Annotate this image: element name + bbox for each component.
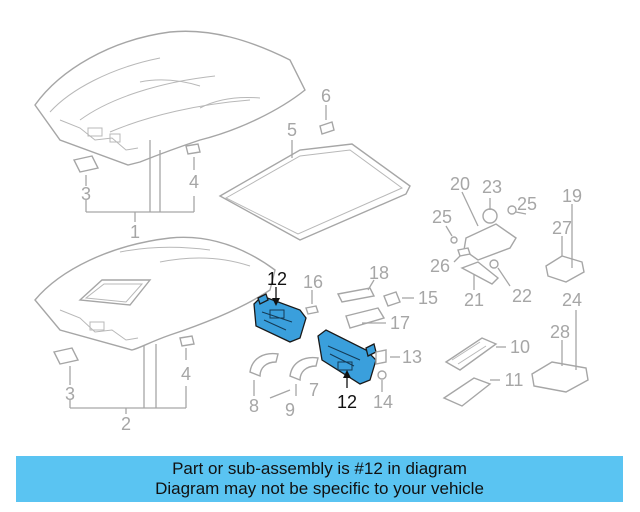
- callout-23: 23: [482, 177, 502, 197]
- part-3-upper: [72, 155, 100, 173]
- part-19: [545, 255, 585, 283]
- part-5-panel: [218, 143, 411, 241]
- part-11: [442, 377, 492, 407]
- callout-12-top: 12: [267, 269, 287, 289]
- callout-22: 22: [512, 286, 532, 306]
- part-21: [460, 261, 500, 285]
- part-15: [383, 291, 401, 307]
- callout-13: 13: [402, 347, 422, 367]
- parts-diagram: 1 2 3 3 4 4 5 6 7 8 9 10 11 12 12 13 14 …: [34, 30, 589, 434]
- callout-14: 14: [373, 392, 393, 412]
- callout-1: 1: [130, 222, 140, 242]
- callout-12-bottom: 12: [337, 392, 357, 412]
- callout-17: 17: [390, 313, 410, 333]
- callout-4-lower: 4: [181, 364, 191, 384]
- callout-6: 6: [321, 86, 331, 106]
- part-4-upper: [185, 143, 201, 155]
- part-23: [482, 208, 498, 224]
- callout-25-right: 25: [517, 194, 537, 214]
- part-14: [377, 370, 387, 380]
- part-25a: [450, 236, 458, 244]
- callout-7: 7: [309, 380, 319, 400]
- callout-25-left: 25: [432, 207, 452, 227]
- callout-4-upper: 4: [189, 172, 199, 192]
- callout-8: 8: [249, 396, 259, 416]
- part-4-lower: [179, 335, 195, 347]
- headliner-lower: [34, 236, 276, 351]
- banner-line-2: Diagram may not be specific to your vehi…: [155, 479, 484, 498]
- callout-16: 16: [303, 272, 323, 292]
- callout-10: 10: [510, 337, 530, 357]
- callout-11: 11: [505, 370, 524, 390]
- part-7: [289, 356, 319, 382]
- callout-19: 19: [562, 186, 582, 206]
- sun-visor-right: [317, 329, 377, 385]
- headliner-upper: [34, 30, 306, 166]
- part-8: [249, 352, 279, 378]
- callout-5: 5: [287, 120, 297, 140]
- part-25b: [507, 205, 517, 215]
- callout-27: 27: [552, 218, 572, 238]
- callout-3-upper: 3: [81, 184, 91, 204]
- callout-labels: 1 2 3 3 4 4 5 6 7 8 9 10 11 12 12 13 14 …: [65, 86, 582, 434]
- part-3-lower: [52, 347, 80, 365]
- part-26: [457, 247, 471, 257]
- callout-15: 15: [418, 288, 438, 308]
- leaders-lower: [69, 344, 187, 414]
- part-17: [345, 307, 386, 329]
- part-20: [463, 223, 517, 261]
- callout-2: 2: [121, 414, 131, 434]
- info-banner: Part or sub-assembly is #12 in diagram D…: [16, 456, 623, 502]
- part-22: [489, 259, 499, 269]
- callout-24: 24: [562, 290, 582, 310]
- sun-visor-left: [253, 293, 307, 343]
- part-6: [319, 121, 335, 135]
- leaders-upper: [85, 140, 195, 222]
- banner-line-1: Part or sub-assembly is #12 in diagram: [172, 459, 467, 478]
- callout-18: 18: [369, 263, 389, 283]
- callout-26: 26: [430, 256, 450, 276]
- callout-28: 28: [550, 322, 570, 342]
- part-10: [444, 337, 498, 371]
- part-13: [375, 349, 387, 365]
- callout-3-lower: 3: [65, 384, 75, 404]
- part-24: [531, 361, 589, 393]
- callout-9: 9: [285, 400, 295, 420]
- part-18: [336, 287, 376, 303]
- callout-20: 20: [450, 174, 470, 194]
- part-16: [305, 305, 319, 315]
- callout-21: 21: [464, 290, 484, 310]
